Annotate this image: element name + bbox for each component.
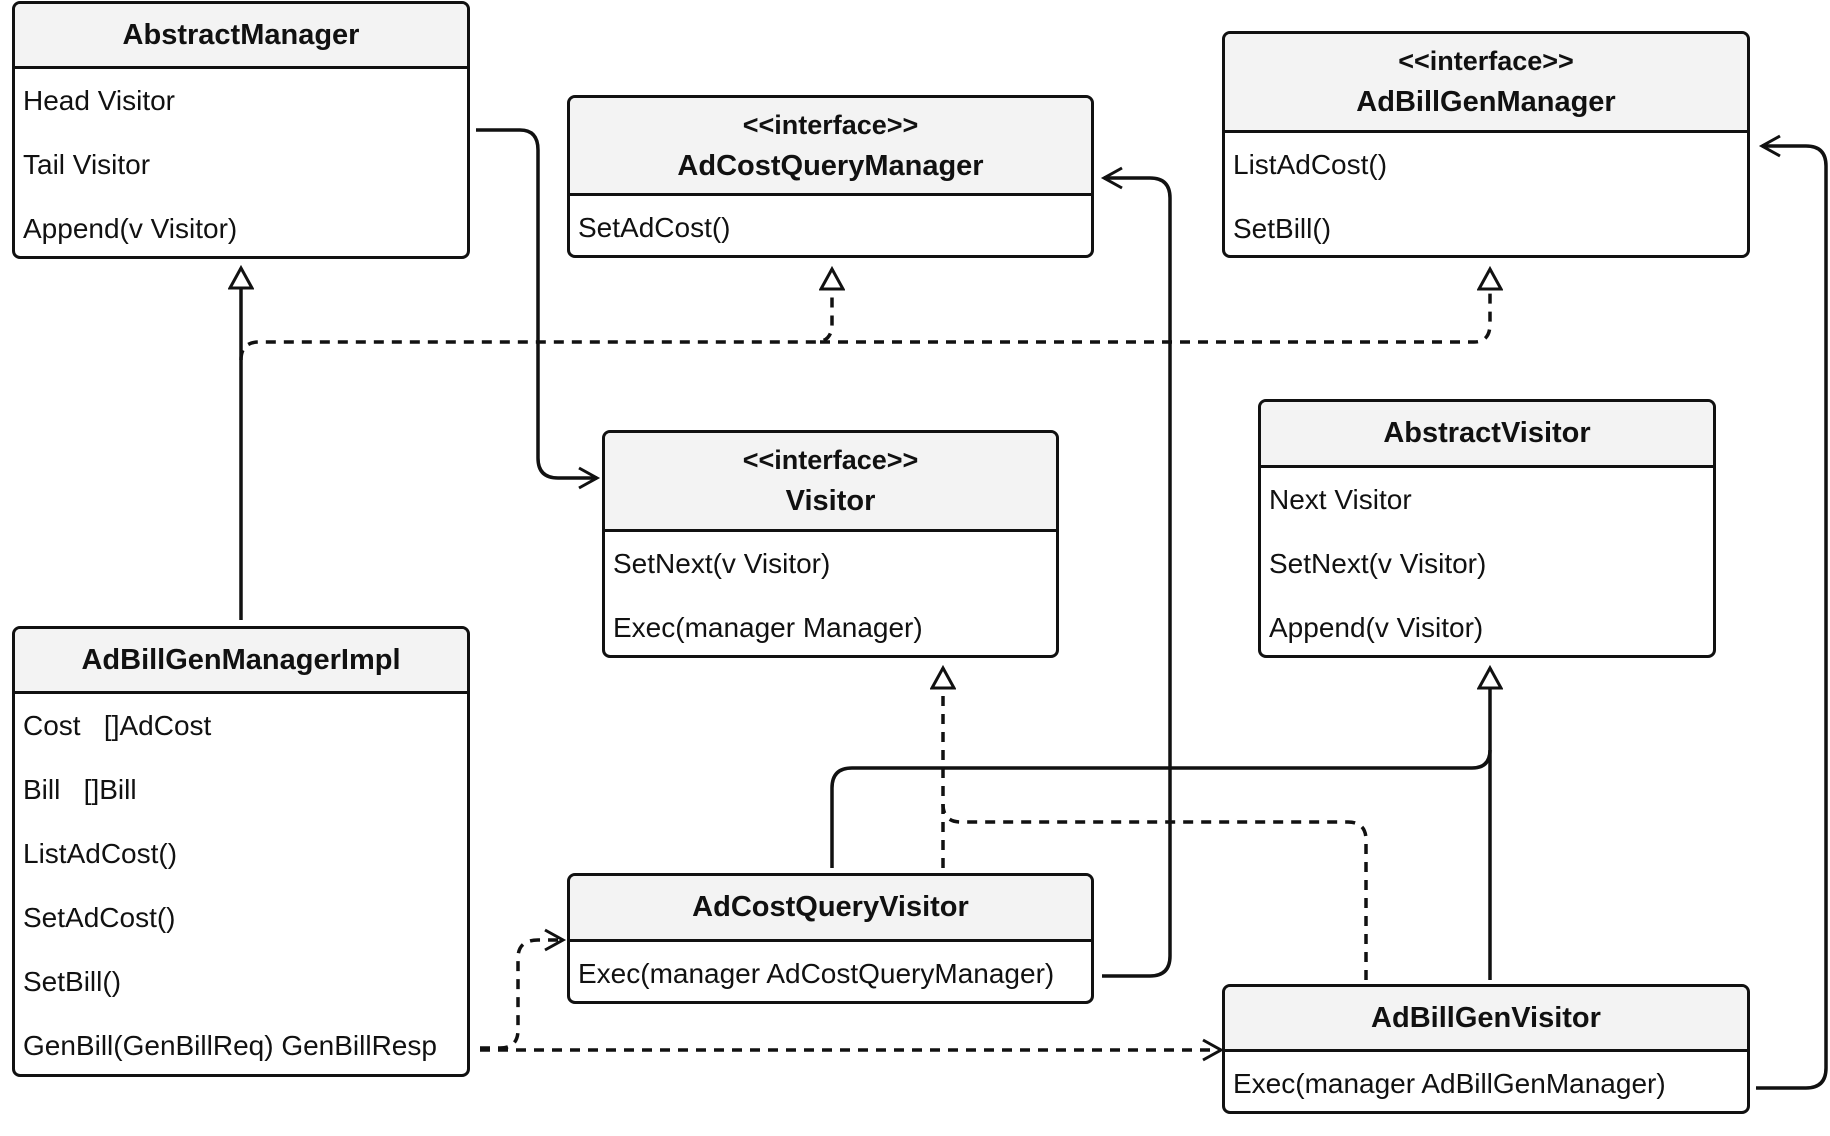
class-member: Exec(manager AdBillGenManager) [1233, 1068, 1666, 1099]
member-list: Exec(manager AdBillGenManager) [1225, 1052, 1747, 1111]
member-list: SetAdCost() [570, 196, 1091, 255]
class-member: GenBill(GenBillReq) GenBillResp [23, 1030, 437, 1061]
class-header: AdBillGenVisitor [1225, 987, 1747, 1052]
class-stereotype: <<interface>> [1398, 46, 1574, 76]
class-member: Head Visitor [23, 85, 176, 116]
class-name: AdCostQueryVisitor [692, 891, 969, 923]
member-list: ListAdCost() SetBill() [1225, 133, 1747, 255]
class-stereotype: <<interface>> [742, 445, 919, 475]
impl-to-ad-cost-query-manager-realization [239, 269, 832, 361]
class-header: <<interface>> AdBillGenManager [1225, 34, 1747, 133]
impl-to-ad-cost-query-visitor-dependency [480, 928, 567, 1050]
class-name: AbstractManager [122, 18, 360, 51]
class-ad-cost-query-visitor[interactable]: AdCostQueryVisitor Exec(manager AdCostQu… [567, 873, 1094, 1004]
impl-to-ad-bill-gen-manager-realization [820, 269, 1490, 344]
class-member: SetAdCost() [578, 212, 731, 243]
member-list: Head Visitor Tail Visitor Append(v Visit… [15, 69, 467, 256]
class-member: SetBill() [23, 966, 122, 997]
class-abstract-manager[interactable]: AbstractManager Head Visitor Tail Visito… [12, 1, 470, 259]
class-member: ListAdCost() [23, 838, 178, 869]
class-header: AbstractVisitor [1261, 402, 1713, 468]
class-header: <<interface>> Visitor [605, 433, 1056, 532]
class-name: AdBillGenManager [1356, 86, 1616, 118]
class-abstract-visitor[interactable]: AbstractVisitor Next Visitor SetNext(v V… [1258, 399, 1716, 658]
member-list: Next Visitor SetNext(v Visitor) Append(v… [1261, 468, 1713, 655]
class-member: ListAdCost() [1233, 149, 1388, 180]
class-ad-cost-query-manager[interactable]: <<interface>> AdCostQueryManager SetAdCo… [567, 95, 1094, 258]
abstract-manager-to-visitor-association [476, 128, 601, 490]
class-header: AdCostQueryVisitor [570, 876, 1091, 942]
class-member: Bill []Bill [23, 774, 137, 805]
class-member: Append(v Visitor) [23, 213, 238, 244]
class-visitor[interactable]: <<interface>> Visitor SetNext(v Visitor)… [602, 430, 1059, 658]
class-member: SetNext(v Visitor) [1269, 548, 1487, 579]
class-header: AdBillGenManagerImpl [15, 629, 467, 694]
member-list: Exec(manager AdCostQueryManager) [570, 942, 1091, 1001]
class-name: AdCostQueryManager [677, 149, 984, 182]
class-member: Tail Visitor [23, 149, 151, 180]
class-member: SetNext(v Visitor) [613, 548, 831, 579]
ad-cost-query-visitor-to-manager-association [1100, 166, 1172, 978]
class-name: AdBillGenManagerImpl [81, 643, 401, 676]
class-member: SetBill() [1233, 213, 1332, 244]
class-name: Visitor [785, 485, 876, 517]
class-name: AdBillGenVisitor [1371, 1001, 1601, 1034]
class-header: <<interface>> AdCostQueryManager [570, 98, 1091, 196]
class-member: SetAdCost() [23, 902, 176, 933]
class-member: Next Visitor [1269, 484, 1412, 515]
ad-bill-gen-visitor-to-visitor-realization [941, 803, 1368, 980]
member-list: Cost []AdCost Bill []Bill ListAdCost() S… [15, 694, 467, 1074]
ad-bill-gen-visitor-to-manager-association [1756, 134, 1828, 1090]
class-ad-bill-gen-manager-impl[interactable]: AdBillGenManagerImpl Cost []AdCost Bill … [12, 626, 470, 1077]
class-member: Cost []AdCost [23, 710, 212, 741]
ad-cost-query-visitor-to-abstract-visitor-inheritance [830, 749, 1492, 868]
class-ad-bill-gen-manager[interactable]: <<interface>> AdBillGenManager ListAdCos… [1222, 31, 1750, 258]
class-member: Exec(manager Manager) [613, 612, 923, 643]
class-stereotype: <<interface>> [742, 109, 919, 140]
class-name: AbstractVisitor [1383, 417, 1591, 449]
class-member: Append(v Visitor) [1269, 612, 1484, 643]
class-header: AbstractManager [15, 4, 467, 69]
class-ad-bill-gen-visitor[interactable]: AdBillGenVisitor Exec(manager AdBillGenM… [1222, 984, 1750, 1114]
member-list: SetNext(v Visitor) Exec(manager Manager) [605, 532, 1056, 655]
class-member: Exec(manager AdCostQueryManager) [578, 958, 1055, 989]
